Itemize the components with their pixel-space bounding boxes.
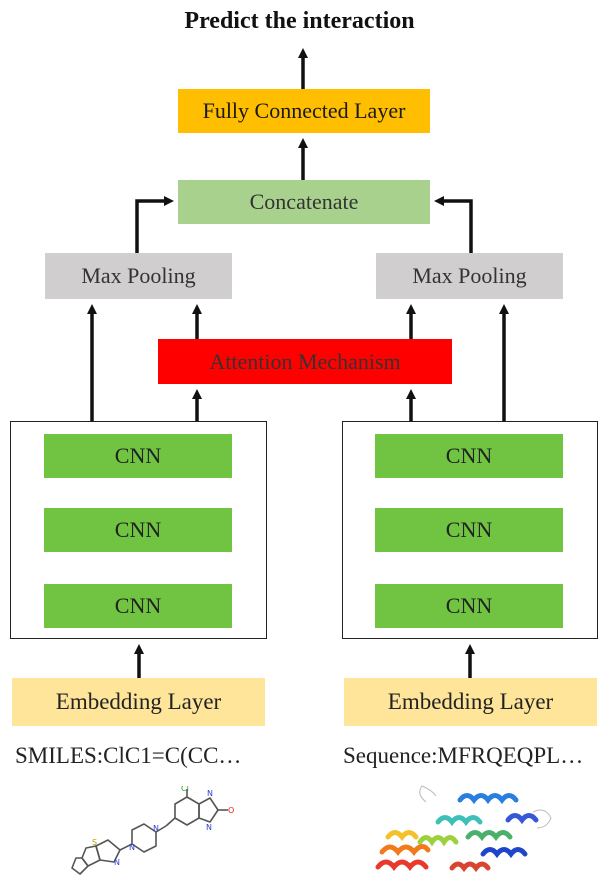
arrow-right-pool-to-concat <box>434 196 473 253</box>
drug-molecule-image: Cl N N O N N S N <box>71 786 234 875</box>
sequence-input-text: Sequence:MFRQEQPL… <box>343 743 584 768</box>
embedding-layer-left: Embedding Layer <box>12 678 265 726</box>
cnn-right-3: CNN <box>375 584 563 628</box>
cnn-right-2: CNN <box>375 508 563 552</box>
svg-text:S: S <box>92 838 97 847</box>
max-pooling-right: Max Pooling <box>376 253 563 299</box>
output-title: Predict the interaction <box>184 8 415 34</box>
cnn-right-1: CNN <box>375 434 563 478</box>
concatenate-layer: Concatenate <box>178 180 430 224</box>
svg-text:Cl: Cl <box>181 786 189 793</box>
svg-text:N: N <box>206 823 212 832</box>
protein-ribbon-image <box>375 785 552 873</box>
cnn-left-3: CNN <box>44 584 232 628</box>
svg-text:N: N <box>114 858 120 867</box>
svg-text:O: O <box>228 806 234 815</box>
embedding-layer-right: Embedding Layer <box>344 678 597 726</box>
cnn-left-1: CNN <box>44 434 232 478</box>
fully-connected-layer: Fully Connected Layer <box>178 89 430 133</box>
svg-text:N: N <box>207 789 213 798</box>
svg-text:N: N <box>153 824 159 833</box>
max-pooling-left: Max Pooling <box>45 253 232 299</box>
attention-mechanism: Attention Mechanism <box>158 339 452 384</box>
cnn-left-2: CNN <box>44 508 232 552</box>
arrow-left-pool-to-concat <box>135 196 174 253</box>
smiles-input-text: SMILES:ClC1=C(CC… <box>15 743 242 768</box>
svg-text:N: N <box>129 843 135 852</box>
